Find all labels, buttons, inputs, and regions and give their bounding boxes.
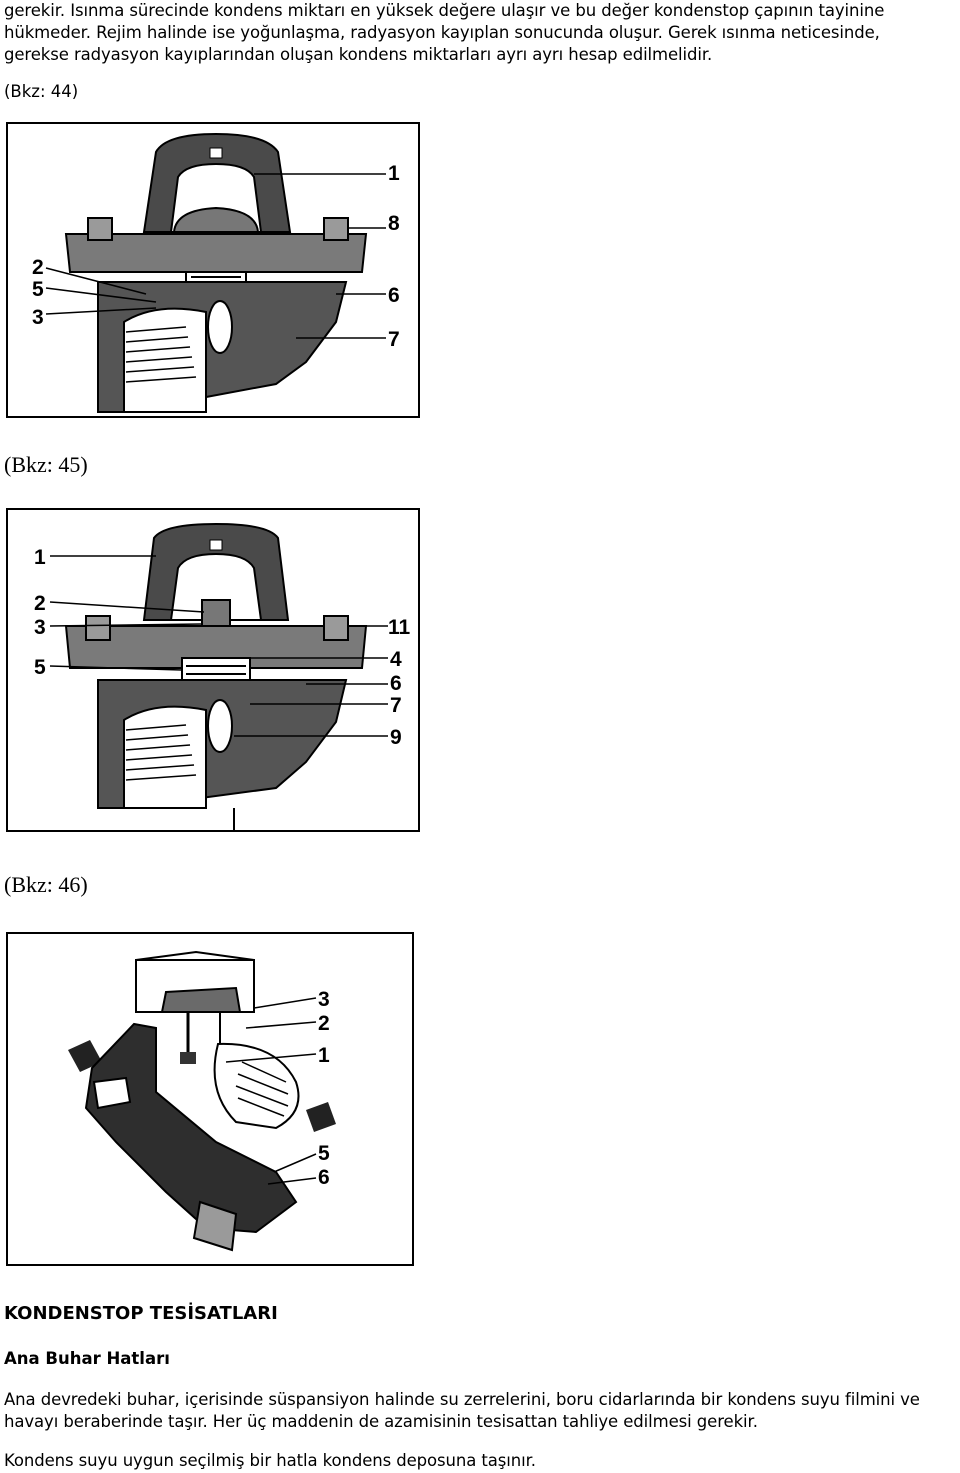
part-label: 5 (32, 278, 44, 301)
part-label: 4 (390, 648, 402, 671)
figure-reference-45: (Bkz: 45) (4, 452, 88, 477)
part-label: 9 (390, 726, 402, 749)
part-label: 1 (318, 1044, 330, 1067)
part-label: 7 (388, 328, 400, 351)
body-paragraph: Ana devredeki buhar, içerisinde süspansi… (4, 1389, 958, 1433)
steam-trap-cross-section-figure: 2 5 3 1 8 6 7 (6, 122, 420, 418)
body-line: havayı beraberinde taşır. Her üç maddeni… (4, 1412, 758, 1431)
part-label: 6 (390, 672, 402, 695)
intro-line: gerekir. Isınma sürecinde kondens miktar… (4, 1, 885, 20)
part-label: 5 (34, 656, 46, 679)
part-label: 1 (34, 546, 46, 569)
steam-trap-cross-section-figure: 1 2 3 5 11 4 6 7 9 (6, 508, 420, 832)
part-label: 3 (32, 306, 44, 329)
figure-reference-46: (Bkz: 46) (4, 872, 88, 897)
section-subtitle: Ana Buhar Hatları (4, 1349, 170, 1368)
part-label: 6 (318, 1166, 330, 1189)
part-label: 8 (388, 212, 400, 235)
part-label: 2 (32, 256, 44, 279)
part-label: 2 (34, 592, 46, 615)
body-line: Ana devredeki buhar, içerisinde süspansi… (4, 1390, 920, 1409)
closing-sentence: Kondens suyu uygun seçilmiş bir hatla ko… (4, 1451, 536, 1470)
part-label: 3 (318, 988, 330, 1011)
part-label: 7 (390, 694, 402, 717)
steam-trap-cross-section-figure: 3 2 1 5 6 (6, 932, 414, 1266)
figure-reference-44: (Bkz: 44) (4, 82, 79, 101)
intro-paragraph: gerekir. Isınma sürecinde kondens miktar… (4, 0, 958, 66)
intro-line: gerekse radyasyon kayıplarından oluşan k… (4, 45, 713, 64)
part-label: 2 (318, 1012, 330, 1035)
part-label: 11 (388, 616, 411, 639)
part-label: 3 (34, 616, 46, 639)
part-label: 6 (388, 284, 400, 307)
part-label: 1 (388, 162, 400, 185)
section-title: KONDENSTOP TESİSATLARI (4, 1303, 278, 1324)
intro-line: hükmeder. Rejim halinde ise yoğunlaşma, … (4, 23, 880, 42)
part-label: 5 (318, 1142, 330, 1165)
